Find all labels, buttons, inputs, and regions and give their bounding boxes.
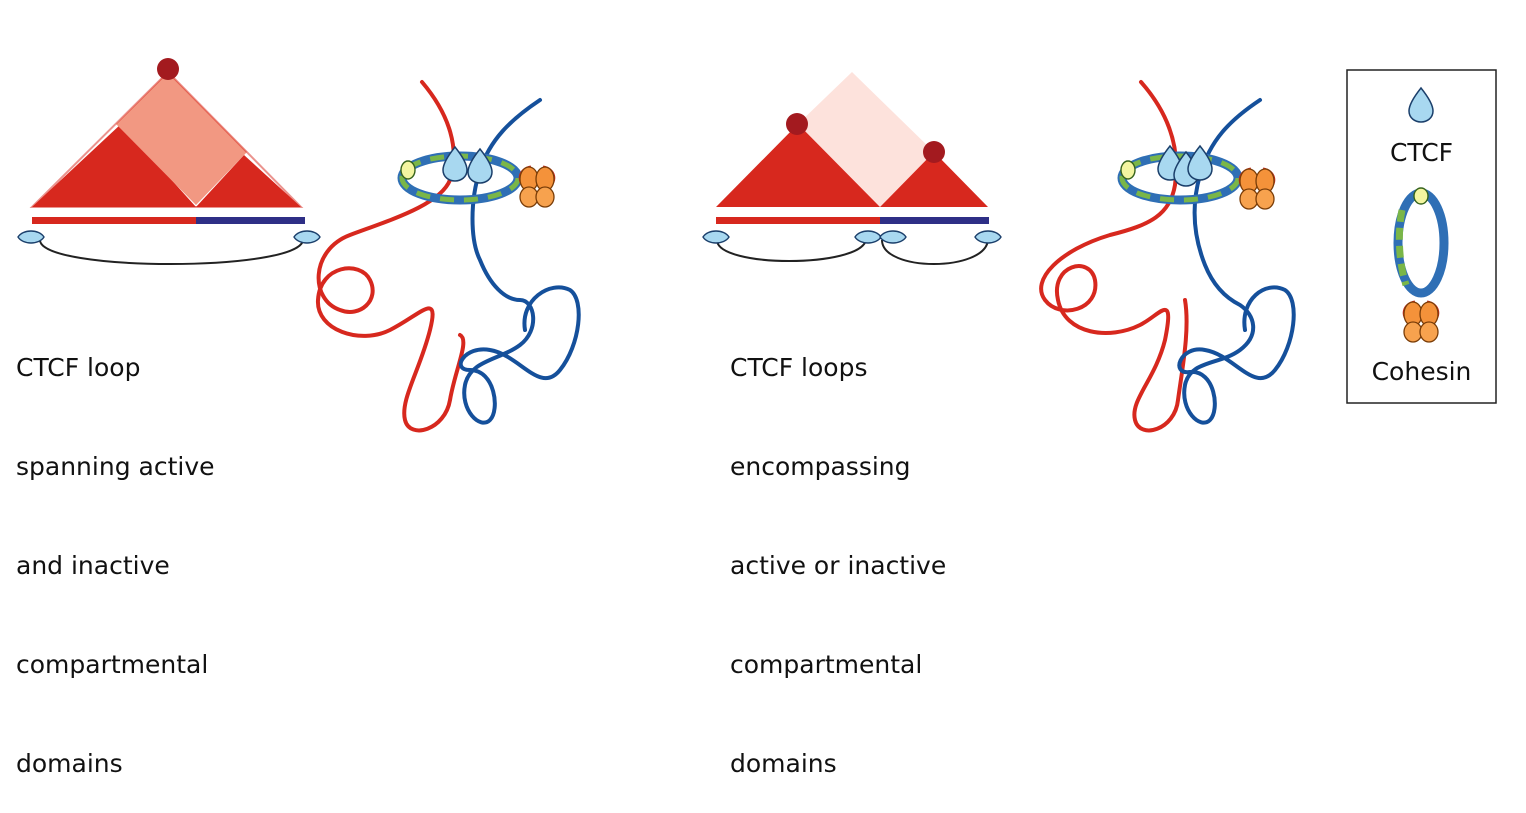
legend-ctcf-label: CTCF — [1389, 138, 1454, 167]
right-cohesin-head — [1238, 167, 1276, 211]
left-caption-line-4: compartmental — [16, 650, 209, 679]
left-caption-line-3: and inactive — [16, 551, 170, 580]
left-cohesin-head — [518, 165, 556, 209]
right-ctcf-site-1 — [702, 230, 730, 244]
left-loop-anchor-dot — [157, 58, 179, 80]
left-ctcf-site-left — [17, 230, 45, 244]
diagram-canvas — [17, 58, 1497, 433]
right-loop-domain-faint-square — [798, 72, 934, 207]
right-loop-anchor-dot-1 — [786, 113, 808, 135]
left-active-domain-triangle — [32, 124, 196, 207]
right-caption-line-1: CTCF loops — [730, 353, 868, 382]
right-caption-line-3: active or inactive — [730, 551, 947, 580]
right-cohesin-ring — [1117, 151, 1243, 205]
right-caption-line-4: compartmental — [730, 650, 923, 679]
right-caption-line-2: encompassing — [730, 452, 911, 481]
right-ctcf-site-4 — [974, 230, 1002, 244]
right-active-domain-triangle — [716, 124, 880, 207]
left-inactive-chromatin-fiber — [458, 98, 581, 425]
left-ctcf-site-right — [293, 230, 321, 244]
left-caption-line-5: domains — [16, 749, 123, 778]
right-active-chromatin-fiber — [1039, 80, 1189, 433]
right-inactive-chromatin-fiber — [1177, 98, 1296, 425]
right-ctcf-site-3 — [879, 230, 907, 244]
right-active-genome-bar — [716, 217, 880, 224]
right-ctcf-loop-arc-1 — [716, 239, 867, 262]
left-loop-outline-triangle — [29, 70, 304, 208]
legend-box — [1346, 69, 1497, 404]
left-chromatin-illustration — [315, 80, 581, 433]
legend-cohesin-icon — [1393, 187, 1449, 344]
left-active-genome-bar — [32, 217, 196, 224]
left-panel-caption: CTCF loop spanning active and inactive c… — [16, 285, 215, 813]
left-active-chromatin-fiber — [315, 80, 466, 433]
right-contact-map — [702, 72, 1002, 265]
right-ctcf-loop-arc-2 — [881, 239, 989, 265]
legend-cohesin-label: Cohesin — [1371, 357, 1472, 386]
right-chromatin-illustration — [1039, 80, 1296, 433]
left-ctcf-loop-arc — [39, 239, 304, 265]
right-panel-caption: CTCF loops encompassing active or inacti… — [730, 285, 946, 813]
right-caption-line-5: domains — [730, 749, 837, 778]
left-loop-domain-square — [116, 72, 247, 205]
left-inactive-genome-bar — [196, 217, 305, 224]
right-loop-anchor-dot-2 — [923, 141, 945, 163]
right-ctcf-site-2 — [854, 230, 882, 244]
left-caption-line-1: CTCF loop — [16, 353, 141, 382]
right-inactive-genome-bar — [880, 217, 989, 224]
left-caption-line-2: spanning active — [16, 452, 215, 481]
right-inactive-domain-triangle — [880, 152, 988, 207]
left-contact-map — [17, 58, 321, 265]
left-inactive-domain-triangle — [196, 155, 301, 207]
